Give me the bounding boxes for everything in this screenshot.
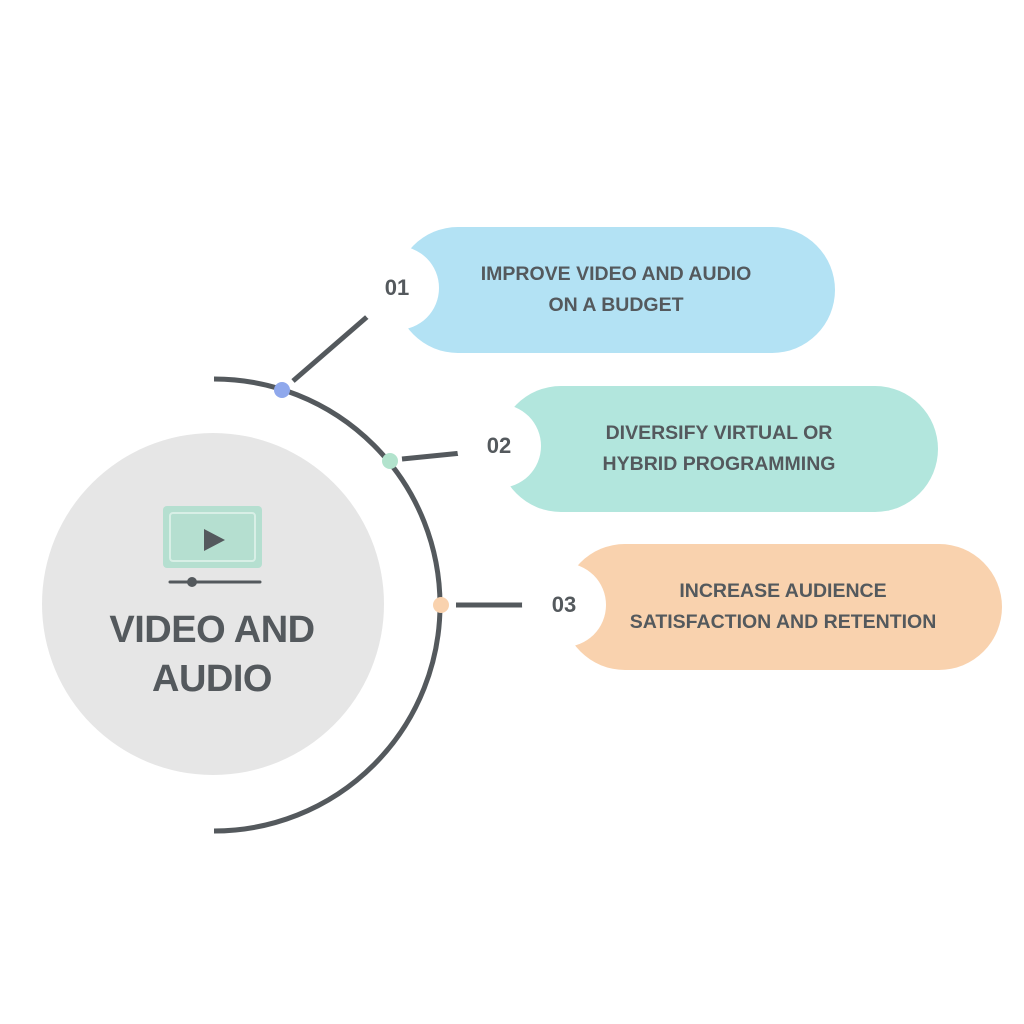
item-number-02: 02 [486, 433, 512, 458]
connector-line-01 [291, 314, 370, 383]
item-pill-01: IMPROVE VIDEO AND AUDIO ON A BUDGET [395, 227, 835, 353]
video-player-icon [163, 506, 262, 587]
item-number-01: 01 [384, 275, 410, 300]
item-pill-03: INCREASE AUDIENCE SATISFACTION AND RETEN… [562, 544, 1002, 670]
item-text-01: IMPROVE VIDEO AND AUDIO ON A BUDGET [481, 259, 752, 321]
item-text-03-line2: SATISFACTION AND RETENTION [629, 611, 937, 633]
item-text-02: DIVERSIFY VIRTUAL OR HYBRID PROGRAMMING [603, 418, 836, 480]
item-text-01-line1: IMPROVE VIDEO AND AUDIO [480, 263, 752, 285]
center-title-line2: AUDIO [152, 658, 272, 700]
item-text-03-line1: INCREASE AUDIENCE [679, 580, 887, 602]
item-text-02-line2: HYBRID PROGRAMMING [602, 453, 836, 475]
center-circle [42, 433, 384, 775]
item-text-02-line1: DIVERSIFY VIRTUAL OR [605, 422, 833, 444]
item-text-01-line2: ON A BUDGET [548, 294, 684, 316]
connector-dot-01 [274, 382, 290, 398]
item-pill-02: DIVERSIFY VIRTUAL OR HYBRID PROGRAMMING [498, 386, 938, 512]
item-number-badge-01: 01 [355, 246, 439, 330]
connector-line-02 [401, 450, 463, 462]
item-number-badge-03: 03 [522, 563, 606, 647]
connector-dot-02 [382, 453, 398, 469]
item-number-badge-02: 02 [457, 404, 541, 488]
item-number-03: 03 [551, 592, 577, 617]
center-title-line1: VIDEO AND [109, 609, 315, 651]
item-text-03: INCREASE AUDIENCE SATISFACTION AND RETEN… [630, 576, 937, 638]
center-title: VIDEO AND AUDIO [62, 606, 362, 704]
connector-dot-03 [433, 597, 449, 613]
